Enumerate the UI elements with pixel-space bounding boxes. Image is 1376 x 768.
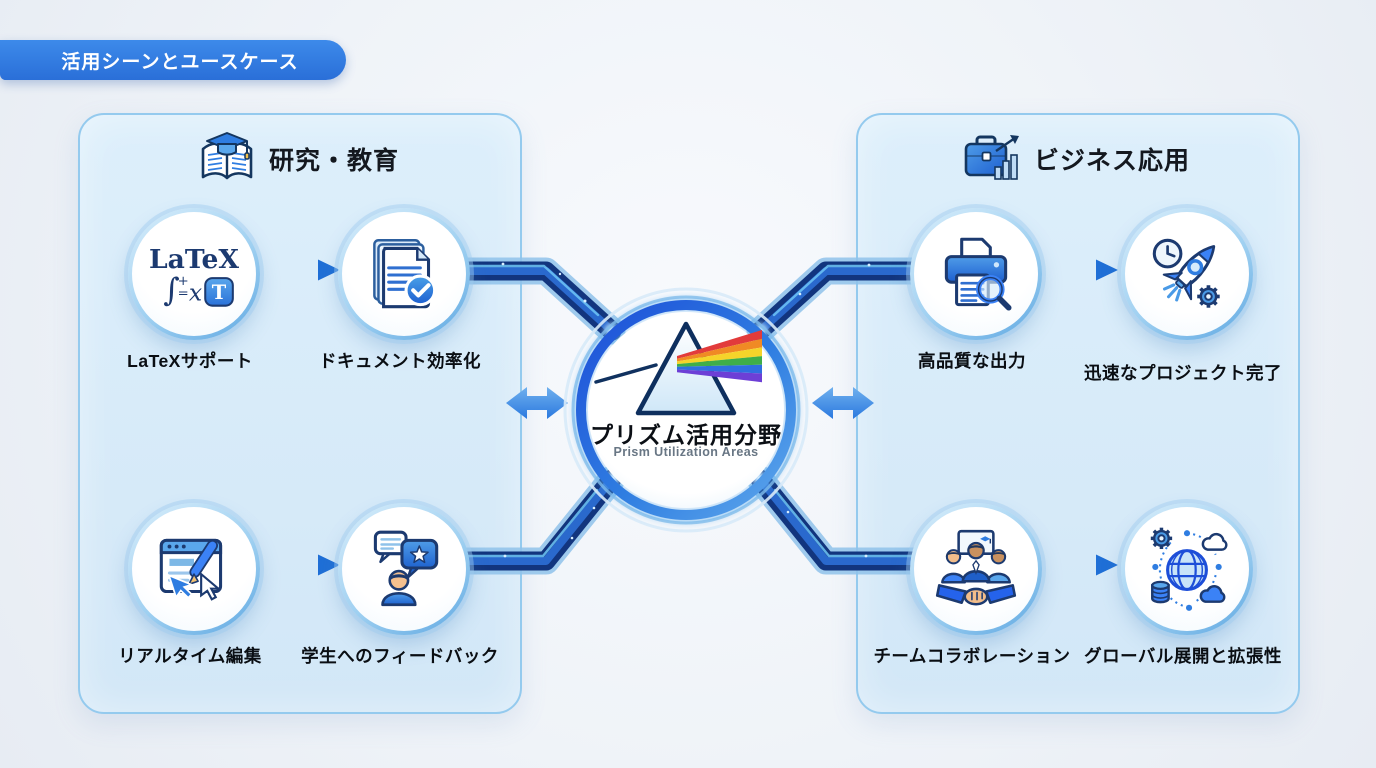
- node-label: グローバル展開と拡張性: [1084, 646, 1282, 666]
- header-business: ビジネス応用: [856, 128, 1296, 190]
- arrow-edit-to-feedback: [258, 554, 340, 576]
- node-realtime-editing: リアルタイム編集: [118, 503, 261, 666]
- node-latex-support: LaTeX ∫ + = x T LaTeXサポート: [127, 208, 256, 371]
- tube-bottom-left: [441, 465, 626, 575]
- svg-text:=: =: [178, 287, 189, 302]
- prism-rainbow-icon: [563, 287, 809, 533]
- node-label: 迅速なプロジェクト完了: [1084, 363, 1282, 383]
- node-label: ドキュメント効率化: [319, 351, 481, 371]
- arrow-latex-to-document: [258, 259, 340, 281]
- rainbow-beam: [677, 330, 762, 383]
- arrow-output-to-rocket: [1038, 259, 1118, 281]
- node-label: 学生へのフィードバック: [301, 646, 499, 666]
- node-fast-project-completion: 迅速なプロジェクト完了: [1084, 208, 1282, 383]
- node-label: リアルタイム編集: [118, 646, 262, 666]
- global-network-icon: [1121, 503, 1253, 635]
- node-student-feedback: 学生へのフィードバック: [301, 503, 498, 666]
- tube-bottom-right: [746, 465, 931, 575]
- tube-sparkles: [501, 262, 871, 558]
- rocket-speed-icon: [1121, 208, 1253, 340]
- latex-icon: LaTeX ∫ + = x T: [128, 208, 260, 340]
- node-label: チームコラボレーション: [873, 646, 1071, 666]
- page-title-badge: 活用シーンとユースケース: [0, 40, 346, 80]
- arrow-team-to-global: [1038, 554, 1118, 576]
- tube-top-right: [746, 257, 931, 345]
- student-feedback-icon: [338, 503, 470, 635]
- panel-title-research: 研究・教育: [268, 147, 399, 175]
- svg-text:∫: ∫: [163, 273, 180, 309]
- team-collaboration-icon: [910, 503, 1042, 635]
- node-team-collaboration: チームコラボレーション: [873, 503, 1070, 666]
- node-document-efficiency: ドキュメント効率化: [319, 208, 481, 371]
- svg-text:x: x: [189, 279, 202, 307]
- svg-text:LaTeX: LaTeX: [149, 244, 239, 275]
- node-label: 高品質な出力: [918, 351, 1026, 371]
- briefcase-chart-icon: [964, 135, 1019, 180]
- center-subtitle: Prism Utilization Areas: [613, 445, 759, 459]
- svg-text:+: +: [178, 274, 189, 289]
- printer-quality-icon: [910, 208, 1042, 340]
- realtime-edit-icon: [128, 503, 260, 635]
- header-research-education: 研究・教育: [78, 128, 518, 190]
- node-high-quality-output: 高品質な出力: [910, 208, 1038, 371]
- document-check-icon: [338, 208, 470, 340]
- double-arrow-left: [506, 387, 568, 419]
- panel-title-business: ビジネス応用: [1033, 147, 1190, 175]
- svg-text:T: T: [212, 281, 227, 304]
- double-arrow-right: [812, 387, 874, 419]
- book-graduation-icon: [201, 132, 253, 180]
- node-label: LaTeXサポート: [127, 351, 253, 371]
- tube-top-left: [441, 257, 626, 345]
- center-title: プリズム活用分野: [590, 422, 782, 448]
- center-hub: プリズム活用分野 Prism Utilization Areas: [556, 280, 816, 540]
- node-global-scalability: グローバル展開と拡張性: [1084, 503, 1281, 666]
